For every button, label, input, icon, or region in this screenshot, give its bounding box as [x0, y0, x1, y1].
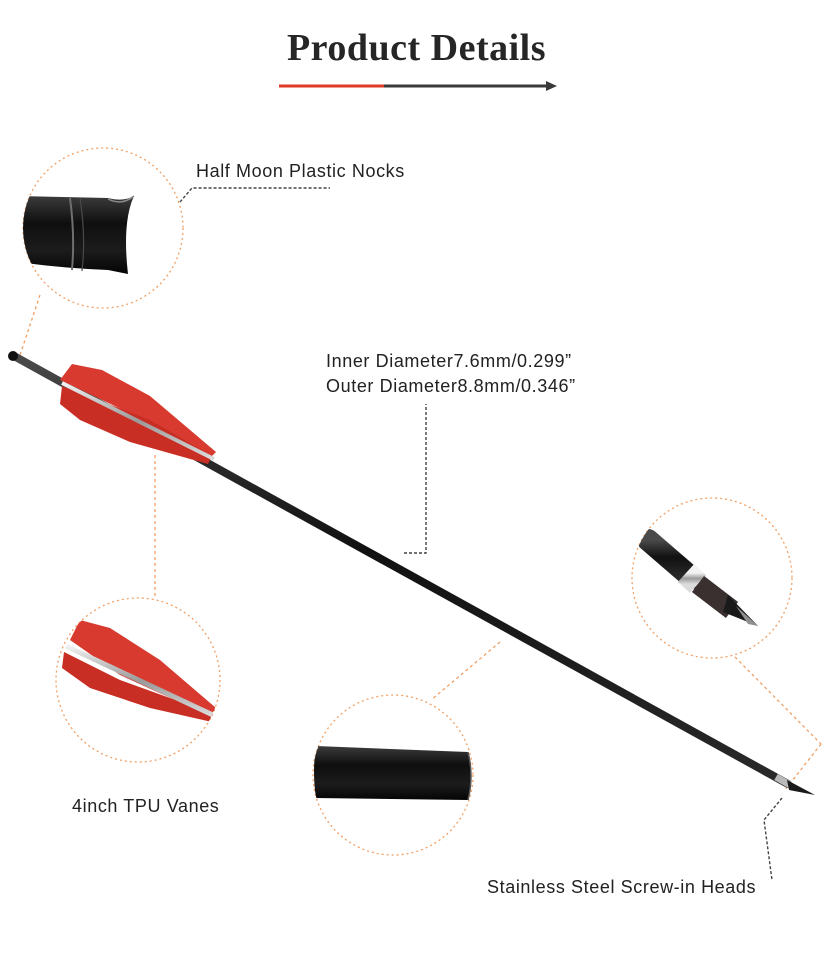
page-title: Product Details	[286, 27, 547, 69]
arrow-main	[8, 351, 815, 795]
leader-lines	[179, 187, 783, 881]
arrow-nock	[8, 351, 18, 361]
shaft-detail	[314, 746, 472, 801]
label-outer-diameter: Outer Diameter8.8mm/0.346”	[326, 376, 576, 396]
label-tpu-vanes: 4inch TPU Vanes	[72, 796, 220, 816]
callout-circle-heads	[631, 497, 793, 659]
callout-circle-nocks	[22, 147, 184, 309]
arrow-head	[774, 773, 815, 795]
title-underline	[279, 81, 557, 91]
callout-circle-vanes	[55, 597, 221, 763]
arrow-vane-stripe	[61, 381, 215, 461]
head-detail	[637, 529, 758, 626]
vane-detail	[62, 620, 217, 722]
label-half-moon-nocks: Half Moon Plastic Nocks	[196, 161, 405, 181]
label-screw-in-heads: Stainless Steel Screw-in Heads	[487, 877, 757, 897]
nock-detail	[23, 195, 135, 274]
callout-circle-shaft	[312, 694, 474, 856]
arrow-vane-bottom	[60, 386, 212, 464]
label-inner-diameter: Inner Diameter7.6mm/0.299”	[326, 351, 572, 371]
